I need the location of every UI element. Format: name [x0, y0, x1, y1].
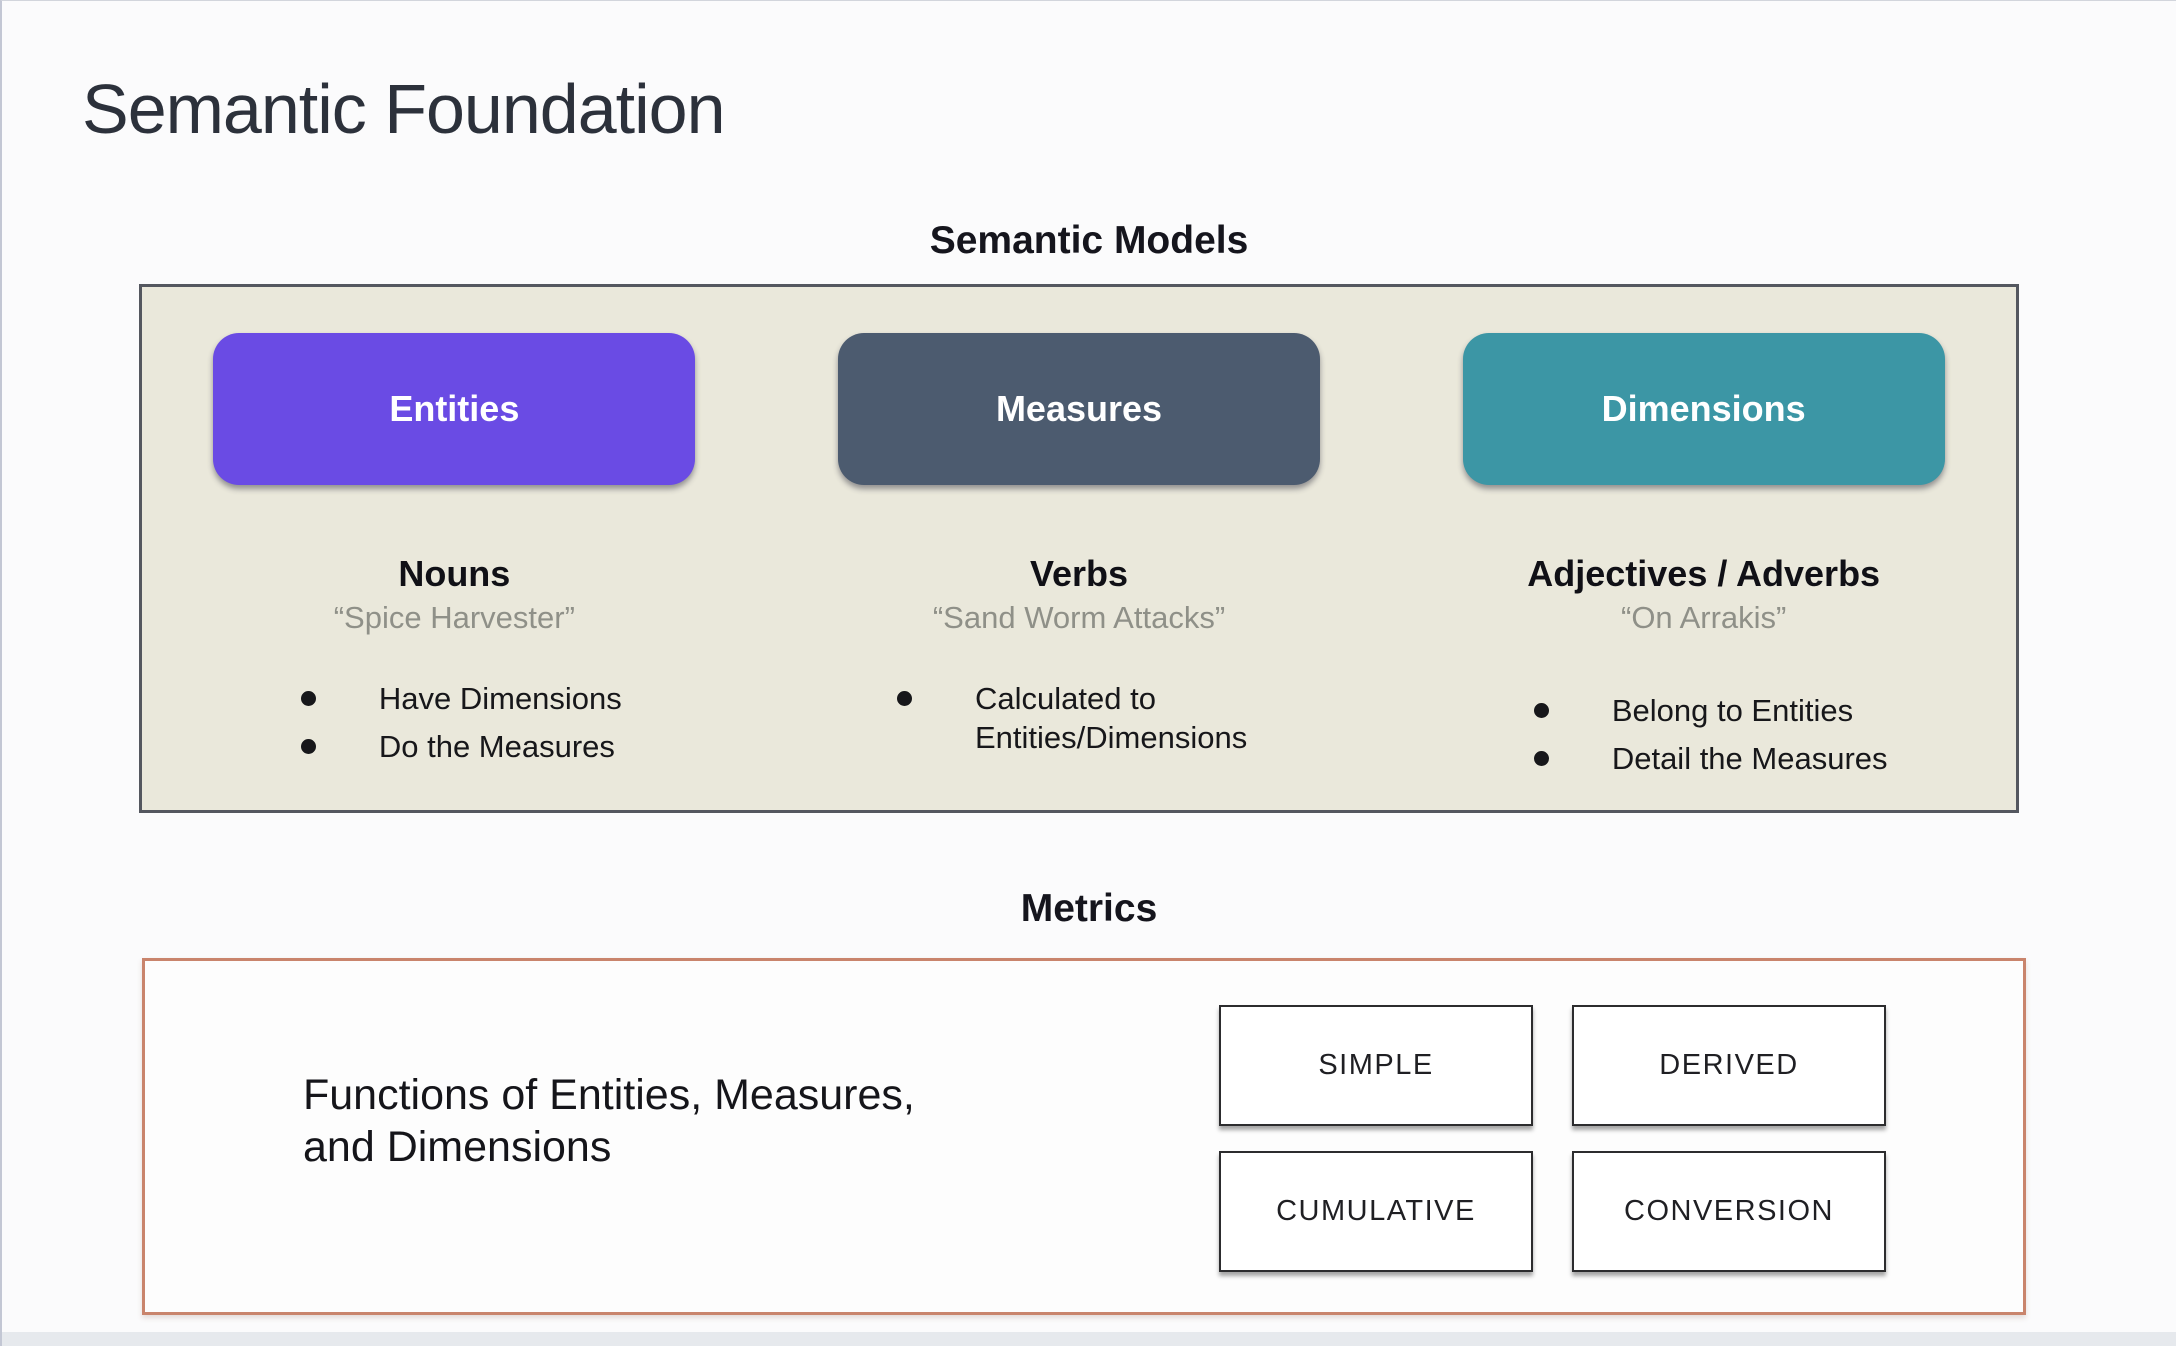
- page-title: Semantic Foundation: [82, 70, 726, 148]
- metrics-description-line: and Dimensions: [303, 1123, 612, 1172]
- dimensions-bullet-list: Belong to Entities Detail the Measures: [1520, 692, 1888, 788]
- list-item: Have Dimensions: [287, 680, 622, 719]
- entities-bullet-list: Have Dimensions Do the Measures: [287, 680, 622, 776]
- list-item: Do the Measures: [287, 728, 622, 767]
- dimensions-column: Dimensions Adjectives / Adverbs “On Arra…: [1391, 287, 2016, 810]
- dimensions-pill: Dimensions: [1462, 333, 1945, 485]
- dimensions-quote: “On Arrakis”: [1621, 600, 1787, 635]
- list-item: Belong to Entities: [1520, 692, 1888, 731]
- metrics-description: Functions of Entities, Measures, and Dim…: [303, 1069, 915, 1174]
- measures-bullet-list: Calculated to Entities/Dimensions: [883, 680, 1275, 767]
- dimensions-heading: Adjectives / Adverbs: [1527, 553, 1881, 594]
- measures-column: Measures Verbs “Sand Worm Attacks” Calcu…: [767, 287, 1392, 810]
- metric-type-simple: SIMPLE: [1219, 1005, 1533, 1126]
- semantic-models-panel: Entities Nouns “Spice Harvester” Have Di…: [139, 284, 2019, 813]
- list-item: Calculated to Entities/Dimensions: [883, 680, 1275, 758]
- semantic-models-label: Semantic Models: [929, 219, 1249, 262]
- metric-type-derived: DERIVED: [1572, 1005, 1886, 1126]
- measures-heading: Verbs: [1029, 553, 1129, 594]
- bottom-edge-band: [2, 1332, 2176, 1346]
- metric-type-cumulative: CUMULATIVE: [1219, 1151, 1533, 1272]
- metrics-panel: Functions of Entities, Measures, and Dim…: [142, 958, 2026, 1315]
- measures-quote: “Sand Worm Attacks”: [932, 600, 1226, 635]
- entities-quote: “Spice Harvester”: [333, 600, 575, 635]
- entities-pill: Entities: [213, 333, 696, 485]
- entities-heading: Nouns: [398, 553, 511, 594]
- metric-type-conversion: CONVERSION: [1572, 1151, 1886, 1272]
- metrics-label: Metrics: [1020, 887, 1158, 930]
- list-item: Detail the Measures: [1520, 740, 1888, 779]
- measures-pill: Measures: [838, 333, 1320, 485]
- metric-types-grid: SIMPLE DERIVED CUMULATIVE CONVERSION: [1219, 1005, 1886, 1272]
- entities-column: Entities Nouns “Spice Harvester” Have Di…: [142, 287, 767, 810]
- metrics-description-line: Functions of Entities, Measures,: [303, 1071, 915, 1119]
